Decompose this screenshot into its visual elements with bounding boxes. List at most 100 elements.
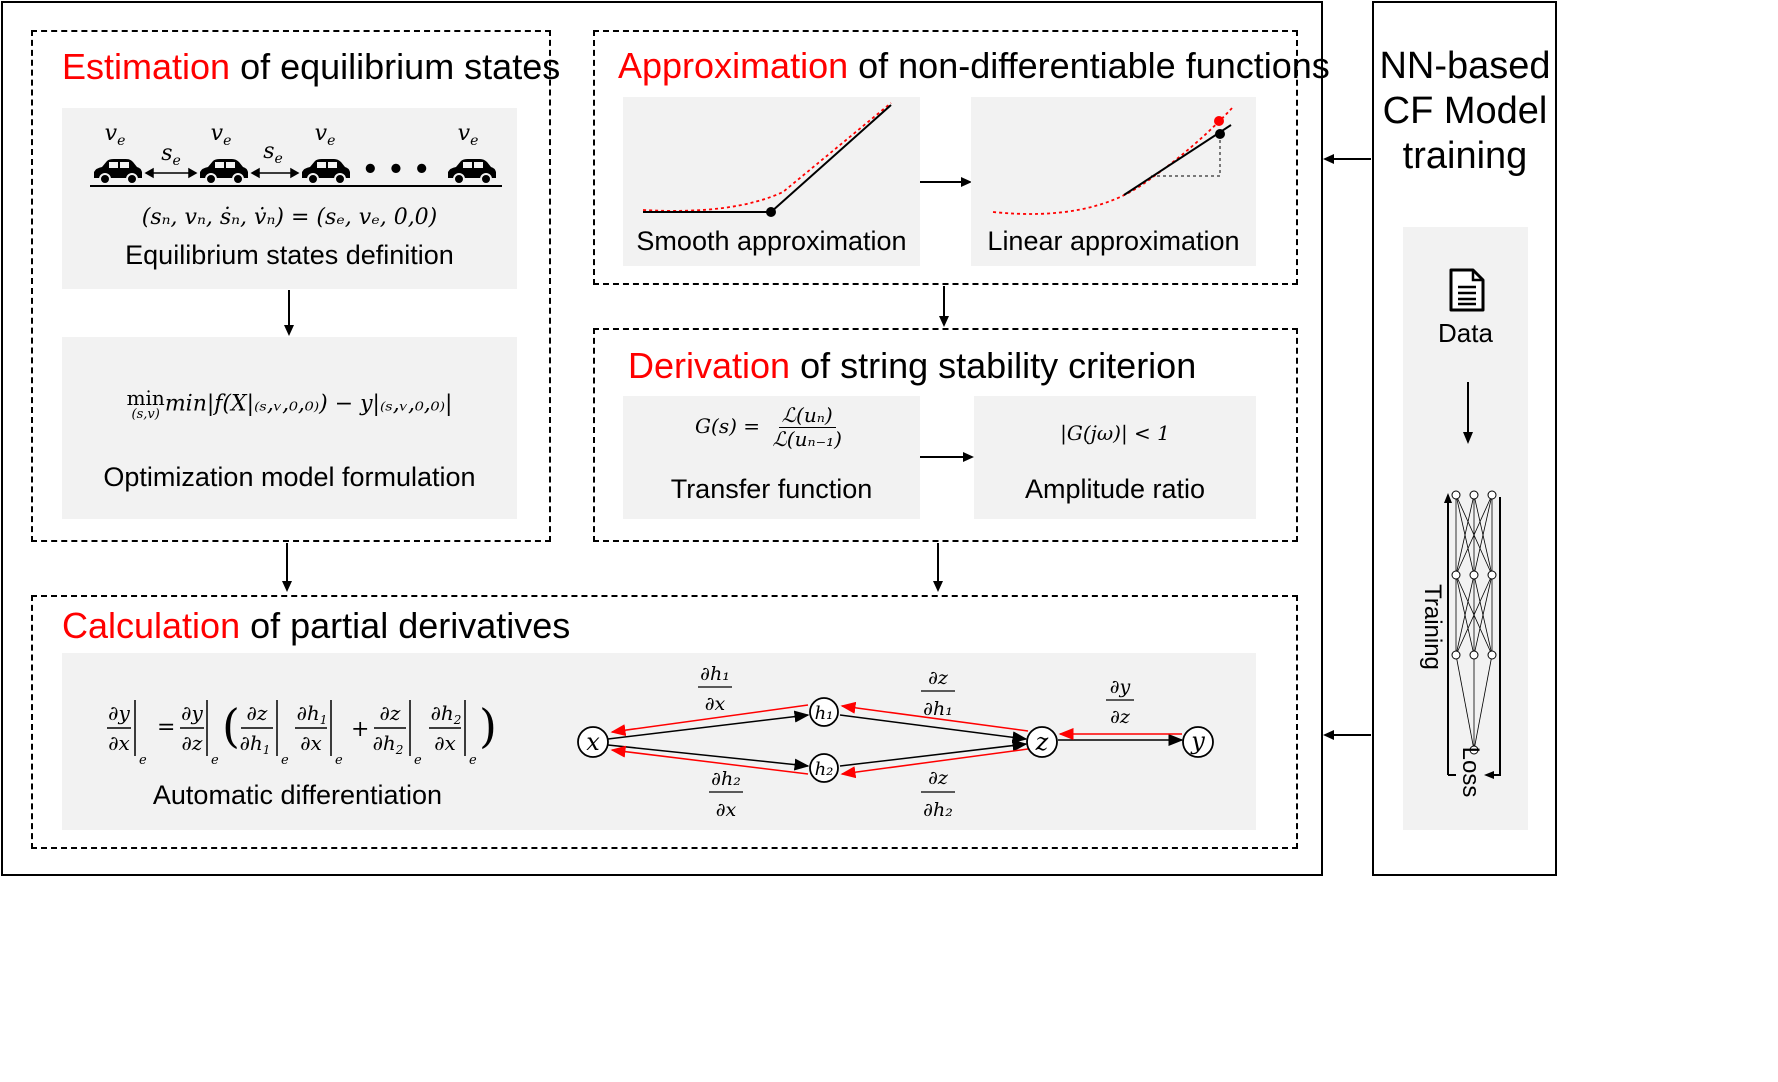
approximation-title-keyword: Approximation [618, 45, 849, 86]
svg-text:+: + [351, 717, 369, 742]
svg-text:∂h2: ∂h2 [431, 701, 462, 727]
node-h2 [809, 753, 839, 783]
label-dz-dh1-num: ∂z [928, 667, 949, 689]
derivation-title-rest: of string stability criterion [790, 345, 1197, 386]
estimation-title-rest: of equilibrium states [230, 46, 561, 87]
svg-text:∂h2: ∂h2 [373, 731, 404, 757]
training-label: Training [1419, 584, 1446, 670]
svg-text:∂z: ∂z [247, 701, 268, 725]
tangent-line [1123, 124, 1232, 196]
derivation-section [593, 328, 1298, 542]
side-panel-title: NN-based CF Model training [1375, 44, 1555, 179]
svg-text:∂x: ∂x [300, 731, 322, 755]
loss-label: Loss [1457, 746, 1484, 798]
approximation-title-rest: of non-differentiable functions [848, 45, 1330, 86]
grad-h2-x [610, 745, 809, 775]
node-h1-label: h₁ [815, 703, 834, 724]
svg-text:∂x: ∂x [434, 731, 456, 755]
equilibrium-caption: Equilibrium states definition [125, 240, 454, 270]
spacing-arrow [250, 167, 300, 179]
transfer-function-panel [623, 396, 920, 519]
label-dh2-dx-den: ∂x [716, 799, 737, 821]
car-icon [200, 159, 248, 185]
amplitude-ratio-equation: |G(jω)| < 1 [1060, 421, 1170, 445]
linear-approximation-panel [971, 97, 1256, 266]
svg-text:∂x: ∂x [108, 731, 130, 755]
spacing-label: se [263, 139, 283, 167]
edge-x-h1 [607, 710, 810, 740]
svg-text:(: ( [222, 699, 240, 753]
document-icon [1449, 268, 1485, 312]
main-frame [1, 1, 1323, 876]
transfer-function-caption: Transfer function [670, 474, 873, 504]
calculation-title: Calculation of partial derivatives [62, 605, 570, 647]
automatic-differentiation-caption: Automatic differentiation [152, 780, 443, 810]
smooth-curve [642, 102, 892, 212]
linear-approximation-plot [992, 106, 1234, 215]
edge-h2-z [839, 739, 1028, 767]
node-z-label: z [1035, 728, 1049, 756]
estimation-title: Estimation of equilibrium states [62, 46, 560, 88]
chain-rule-equation: ∂y∂x e = ∂y∂z e ( ∂z∂h1 e ∂h1∂x e + ∂z∂h… [107, 699, 497, 768]
platoon-diagram: ve ve ve ve se se • • • [90, 121, 502, 187]
optimization-expression: min|f(X|₍ₛ,ᵥ,₀,₀₎) − y|₍ₛ,ᵥ,₀,₀₎| [164, 391, 453, 417]
svg-text:e: e [211, 753, 219, 768]
car-icon [94, 159, 142, 185]
speed-label: ve [211, 121, 232, 149]
label-dh1-dx-den: ∂x [705, 693, 726, 715]
approximation-title: Approximation of non-differentiable func… [618, 45, 1330, 87]
derivation-title: Derivation of string stability criterion [628, 345, 1196, 387]
speed-label: ve [315, 121, 336, 149]
side-title-line: training [1402, 135, 1528, 177]
transfer-numerator: ℒ(uₙ) [778, 404, 836, 428]
svg-text:∂h1: ∂h1 [297, 701, 328, 727]
estimation-section [31, 30, 551, 542]
smooth-approximation-plot [642, 102, 892, 217]
svg-text:e: e [281, 753, 289, 768]
svg-text:∂y: ∂y [181, 701, 203, 725]
node-z [1026, 726, 1058, 758]
edge-x-h2 [607, 744, 810, 771]
label-dz-dh2-num: ∂z [928, 767, 949, 789]
edge-h1-z [839, 714, 1028, 744]
node-x [577, 726, 609, 758]
transfer-denominator: ℒ(uₙ₋₁) [772, 427, 842, 451]
spacing-label: se [161, 141, 181, 169]
car-icon [448, 159, 496, 185]
min-operator: min [126, 386, 165, 410]
approximation-section [593, 30, 1298, 285]
svg-text:∂y: ∂y [108, 701, 130, 725]
data-to-network-arrow [1463, 382, 1473, 444]
training-panel [1403, 227, 1528, 830]
transfer-function-equation: G(s) = ℒ(uₙ)ℒ(uₙ₋₁) [623, 404, 920, 451]
calculation-title-rest: of partial derivatives [240, 605, 571, 646]
node-y-label: y [1190, 727, 1205, 755]
svg-text:∂z: ∂z [380, 701, 401, 725]
linear-approximation-caption: Linear approximation [987, 226, 1240, 256]
transfer-lhs: G(s) = [695, 414, 761, 438]
calculation-section [31, 595, 1298, 849]
platoon-ellipsis: • • • [362, 155, 430, 185]
label-dz-dh1-den: ∂h₁ [923, 698, 953, 720]
node-x-label: x [586, 728, 600, 756]
computational-graph: x h₁ h₂ z y ∂h₁ ∂x ∂h₂ ∂x ∂z ∂h₁ ∂z ∂h₂ … [577, 663, 1214, 821]
svg-text:): ) [479, 699, 497, 753]
optimization-caption: Optimization model formulation [103, 462, 476, 492]
true-point [1214, 116, 1224, 126]
data-label: Data [1438, 318, 1493, 348]
smooth-approximation-panel [623, 97, 920, 266]
node-y [1182, 726, 1214, 758]
grad-z-h2 [840, 748, 1029, 779]
grad-z-h1 [840, 701, 1029, 732]
label-dh2-dx-num: ∂h₂ [711, 768, 741, 790]
side-title-line: CF Model [1382, 90, 1548, 132]
svg-text:∂z: ∂z [182, 731, 203, 755]
derivation-flow-arrow [920, 452, 974, 462]
node-h1 [809, 697, 839, 727]
svg-text:e: e [139, 753, 147, 768]
label-dy-dz-den: ∂z [1110, 706, 1131, 728]
linearization-guide [1151, 134, 1221, 177]
speed-label: ve [458, 121, 479, 149]
label-dz-dh2-den: ∂h₂ [923, 799, 953, 821]
